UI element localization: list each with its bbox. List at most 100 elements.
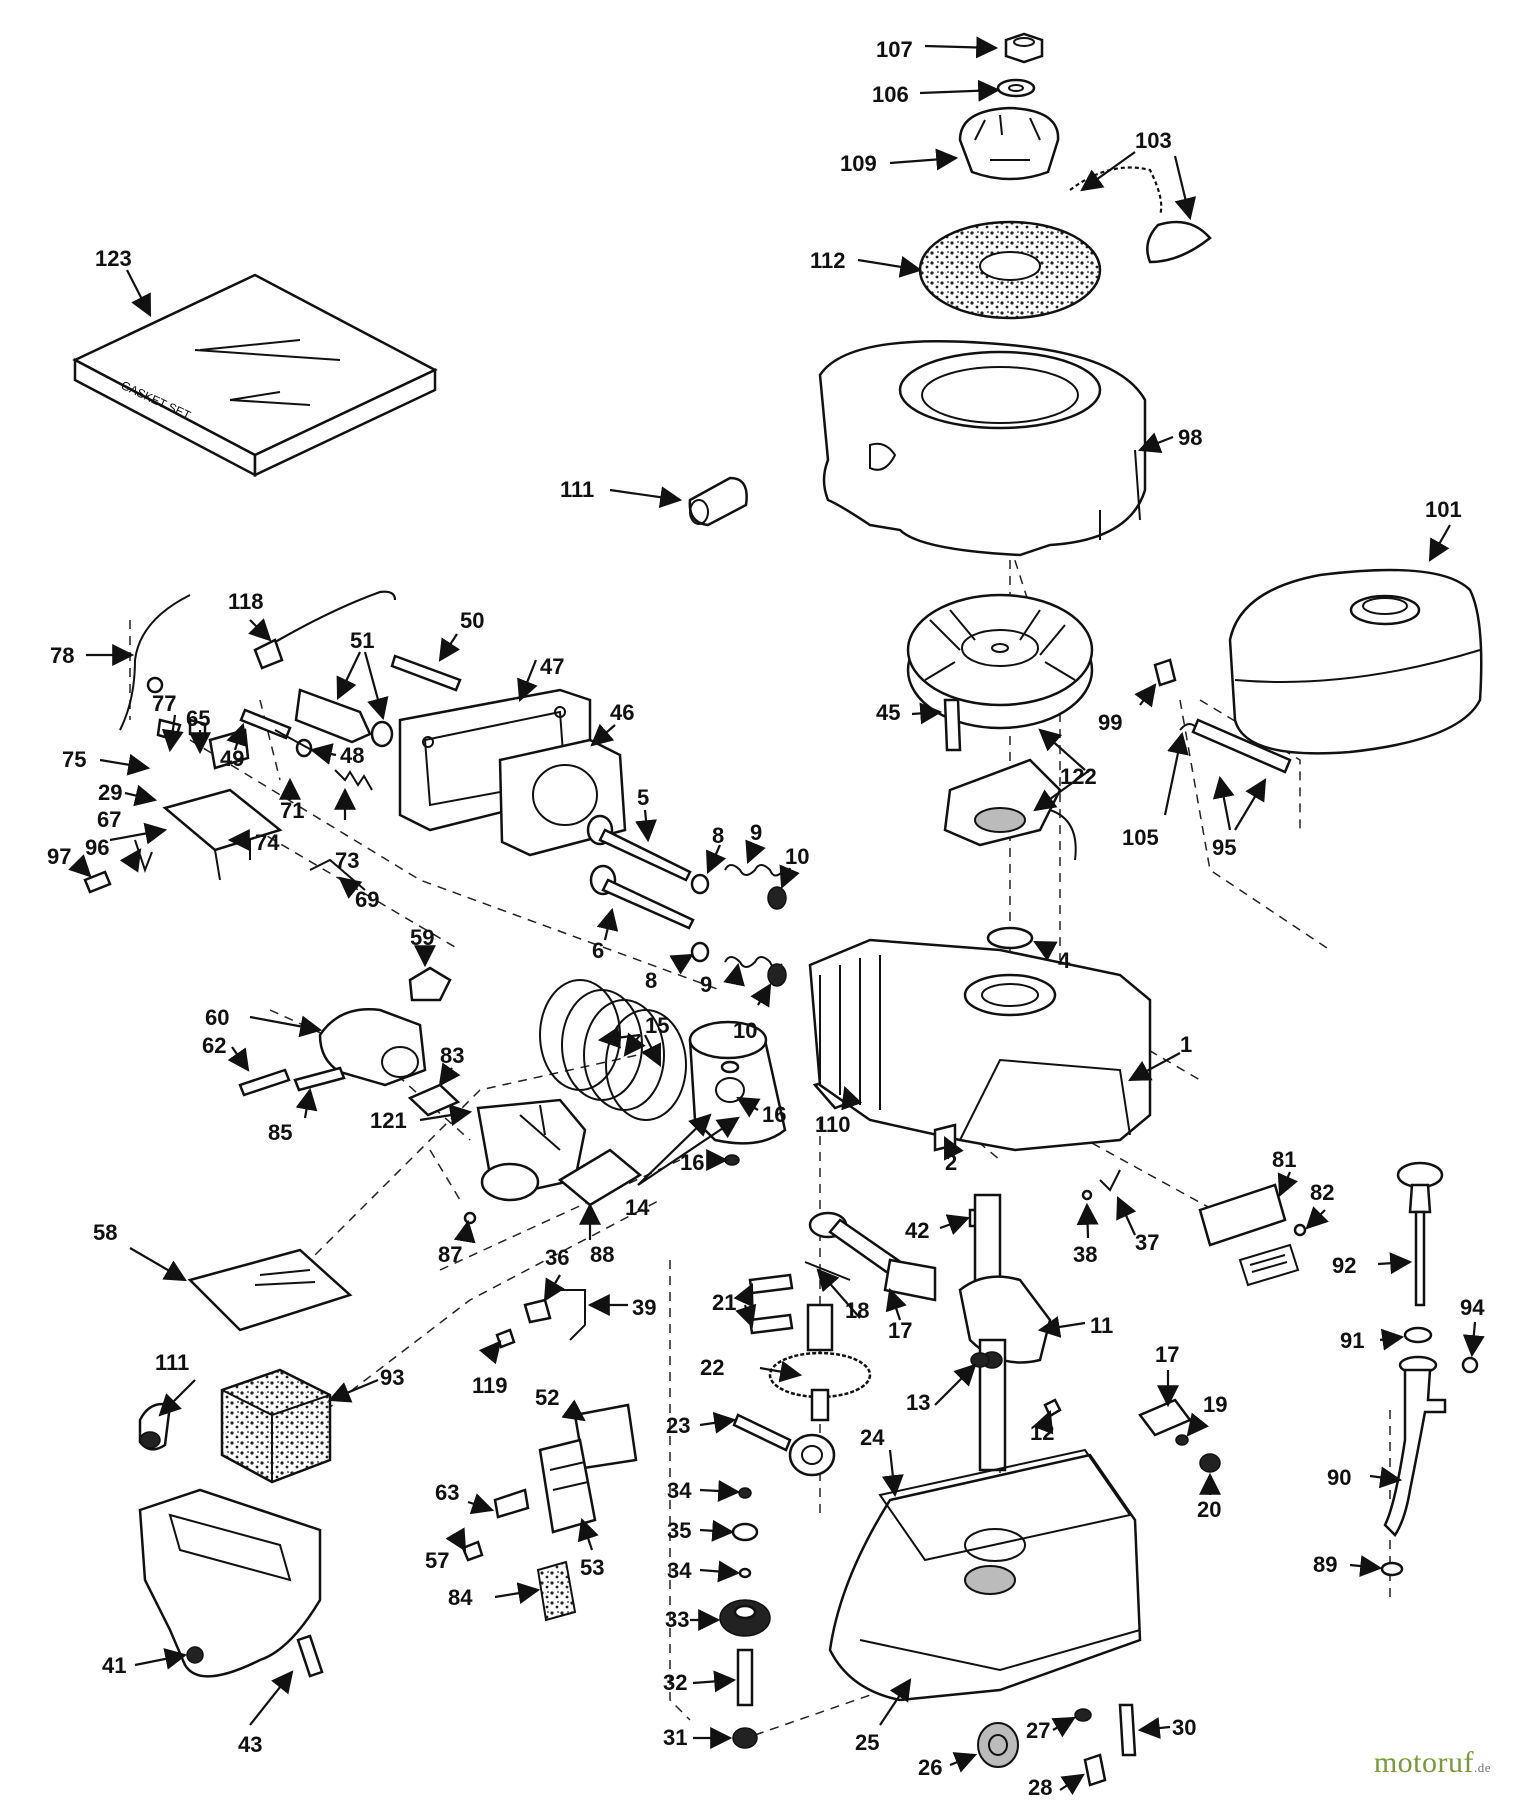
switch-36 bbox=[523, 1298, 552, 1324]
label-5: 5 bbox=[637, 785, 649, 810]
label-91: 91 bbox=[1340, 1328, 1364, 1353]
label-47: 47 bbox=[540, 654, 564, 679]
retainer-10a bbox=[767, 886, 787, 910]
valve-5 bbox=[586, 814, 692, 882]
label-15: 15 bbox=[645, 1013, 669, 1038]
nut-20 bbox=[1199, 1453, 1221, 1473]
label-10b: 10 bbox=[733, 1018, 757, 1043]
pin-38 bbox=[1081, 1189, 1093, 1201]
flywheel-122 bbox=[906, 593, 1094, 730]
screw-87 bbox=[463, 1211, 477, 1225]
label-41: 41 bbox=[102, 1653, 126, 1678]
spark-plug-wire-118 bbox=[253, 590, 397, 670]
rod-37 bbox=[1099, 1169, 1121, 1192]
label-98: 98 bbox=[1178, 425, 1202, 450]
watermark: motoruf.de bbox=[1374, 1746, 1491, 1780]
oil-pan-25 bbox=[828, 1448, 1142, 1702]
label-71: 71 bbox=[280, 798, 304, 823]
label-58: 58 bbox=[93, 1220, 117, 1245]
label-17b: 17 bbox=[1155, 1342, 1179, 1367]
label-123: 123 bbox=[95, 246, 132, 271]
gasket-83 bbox=[407, 1083, 461, 1117]
label-110: 110 bbox=[815, 1112, 851, 1137]
label-20: 20 bbox=[1197, 1497, 1221, 1522]
label-90: 90 bbox=[1327, 1465, 1351, 1490]
label-6: 6 bbox=[592, 938, 604, 963]
label-13: 13 bbox=[906, 1390, 930, 1415]
label-59: 59 bbox=[410, 925, 434, 950]
label-9b: 9 bbox=[700, 972, 712, 997]
bracket-63 bbox=[493, 1488, 530, 1519]
part-number-labels: 107 106 109 103 112 123 98 111 101 118 5… bbox=[47, 37, 1485, 1800]
label-84: 84 bbox=[448, 1585, 473, 1610]
spring-73 bbox=[334, 769, 373, 791]
label-101: 101 bbox=[1425, 497, 1462, 522]
label-27: 27 bbox=[1026, 1718, 1050, 1743]
label-35: 35 bbox=[667, 1518, 691, 1543]
blower-housing-98 bbox=[818, 340, 1147, 557]
label-18: 18 bbox=[845, 1298, 869, 1323]
valve-6 bbox=[589, 864, 695, 930]
label-73: 73 bbox=[335, 848, 359, 873]
label-34b: 34 bbox=[667, 1558, 692, 1583]
seal-89 bbox=[1380, 1561, 1404, 1577]
label-34: 34 bbox=[667, 1478, 692, 1503]
dipstick-92 bbox=[1396, 1161, 1444, 1307]
plate-61 bbox=[1238, 1243, 1300, 1287]
label-30: 30 bbox=[1172, 1715, 1196, 1740]
label-62: 62 bbox=[202, 1033, 226, 1058]
label-39: 39 bbox=[632, 1295, 656, 1320]
label-78: 78 bbox=[50, 643, 74, 668]
label-106: 106 bbox=[872, 82, 909, 107]
air-cleaner-cover-58 bbox=[187, 1248, 353, 1332]
label-2: 2 bbox=[945, 1150, 957, 1175]
label-31: 31 bbox=[663, 1725, 687, 1750]
air-filter-93 bbox=[220, 1368, 332, 1484]
label-111: 111 bbox=[560, 477, 594, 502]
seal-4 bbox=[986, 926, 1034, 950]
label-32: 32 bbox=[663, 1670, 687, 1695]
starter-cup-109 bbox=[958, 106, 1060, 181]
label-11: 11 bbox=[1090, 1313, 1113, 1338]
screw-57 bbox=[461, 1540, 484, 1562]
label-21: 21 bbox=[712, 1290, 736, 1315]
label-65: 65 bbox=[186, 706, 210, 731]
key-12 bbox=[1043, 1398, 1062, 1418]
plate-81 bbox=[1198, 1183, 1287, 1247]
label-57: 57 bbox=[425, 1548, 449, 1573]
label-24: 24 bbox=[860, 1425, 885, 1450]
piston-rings-15 bbox=[539, 979, 687, 1121]
spacer-35 bbox=[731, 1522, 759, 1542]
dowel-2 bbox=[933, 1123, 957, 1152]
valve-spring-9a bbox=[724, 864, 783, 877]
label-8b: 8 bbox=[645, 968, 657, 993]
piston-14 bbox=[688, 1020, 787, 1145]
label-94: 94 bbox=[1460, 1295, 1485, 1320]
label-50: 50 bbox=[460, 608, 484, 633]
governor-gear-33 bbox=[719, 1599, 771, 1637]
label-89: 89 bbox=[1313, 1552, 1337, 1577]
label-92: 92 bbox=[1332, 1253, 1356, 1278]
label-42: 42 bbox=[905, 1218, 929, 1243]
dipstick-tube-90 bbox=[1383, 1355, 1447, 1537]
washer-27 bbox=[1074, 1708, 1092, 1722]
tappet-21a bbox=[748, 1273, 794, 1295]
label-49: 49 bbox=[220, 746, 244, 771]
screw-43 bbox=[296, 1634, 324, 1678]
screw-119 bbox=[495, 1328, 516, 1349]
bolt-85 bbox=[293, 1066, 346, 1092]
label-16b: 16 bbox=[680, 1150, 704, 1175]
bracket-39 bbox=[560, 1289, 586, 1341]
retainer-10b bbox=[767, 963, 787, 987]
bolt-30 bbox=[1118, 1703, 1137, 1757]
watermark-brand: motoruf bbox=[1373, 1746, 1474, 1779]
tube-111 bbox=[688, 476, 748, 527]
screen-84 bbox=[536, 1560, 577, 1622]
label-95: 95 bbox=[1212, 835, 1236, 860]
connecting-rod-17 bbox=[808, 1211, 937, 1302]
nut-107 bbox=[1004, 32, 1044, 64]
washer-34a bbox=[738, 1487, 752, 1499]
label-36: 36 bbox=[545, 1245, 569, 1270]
label-105: 105 bbox=[1122, 825, 1159, 850]
